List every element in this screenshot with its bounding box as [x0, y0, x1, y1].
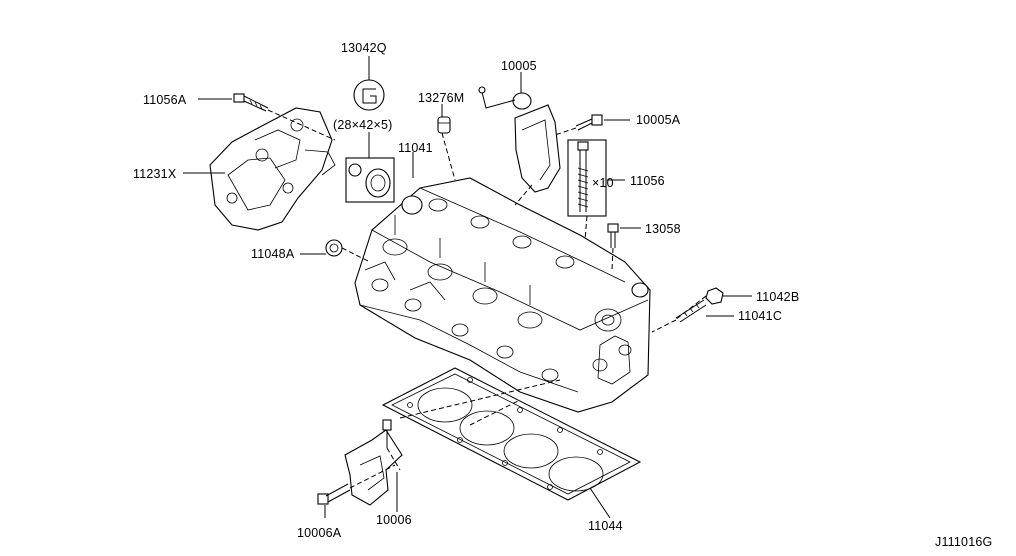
label-11041c: 11041C	[738, 309, 782, 323]
stud-11041c[interactable]	[675, 299, 707, 323]
nut-11042b[interactable]	[705, 287, 724, 305]
label-10006a: 10006A	[297, 526, 342, 540]
seal-g-icon	[353, 79, 385, 111]
label-11056a: 11056A	[143, 93, 187, 107]
label-13058: 13058	[645, 222, 681, 236]
camshaft-seal-box[interactable]	[345, 157, 395, 203]
rear-bracket-10006[interactable]	[344, 419, 403, 506]
leader-lines	[183, 56, 752, 519]
head-gasket[interactable]	[381, 367, 642, 501]
bolt-10006a[interactable]	[317, 483, 351, 505]
label-10005: 10005	[501, 59, 537, 73]
grommet-13276m[interactable]	[437, 116, 451, 134]
label-11231x: 11231X	[133, 167, 177, 181]
bolt-13058[interactable]	[607, 223, 619, 248]
drawing-id: J111016G	[935, 535, 992, 549]
dashed-guides	[267, 109, 707, 489]
bolt-10005a[interactable]	[575, 114, 603, 131]
label-10005a: 10005A	[636, 113, 681, 127]
label-11042b: 11042B	[756, 290, 799, 304]
label-10006: 10006	[376, 513, 412, 527]
label-13042q: 13042Q	[341, 41, 387, 55]
engine-mount-bracket[interactable]	[209, 107, 336, 231]
label-11056: 11056	[630, 174, 665, 188]
label-11041: 11041	[398, 141, 433, 155]
label-11048a: 11048A	[251, 247, 295, 261]
label-13276m: 13276M	[418, 91, 464, 105]
callout-labels: 13042Q (28×42×5) 11056A 13276M 10005 100…	[133, 41, 992, 549]
bolt-11056a[interactable]	[233, 93, 269, 112]
head-bolt-11056[interactable]	[567, 139, 607, 217]
label-11044: 11044	[588, 519, 623, 533]
plug-11048a[interactable]	[325, 239, 343, 257]
front-cover-plate[interactable]	[478, 86, 561, 193]
cylinder-head[interactable]	[354, 177, 651, 413]
label-seal-size: (28×42×5)	[333, 118, 392, 132]
label-qty-11056: ×10	[592, 176, 614, 190]
